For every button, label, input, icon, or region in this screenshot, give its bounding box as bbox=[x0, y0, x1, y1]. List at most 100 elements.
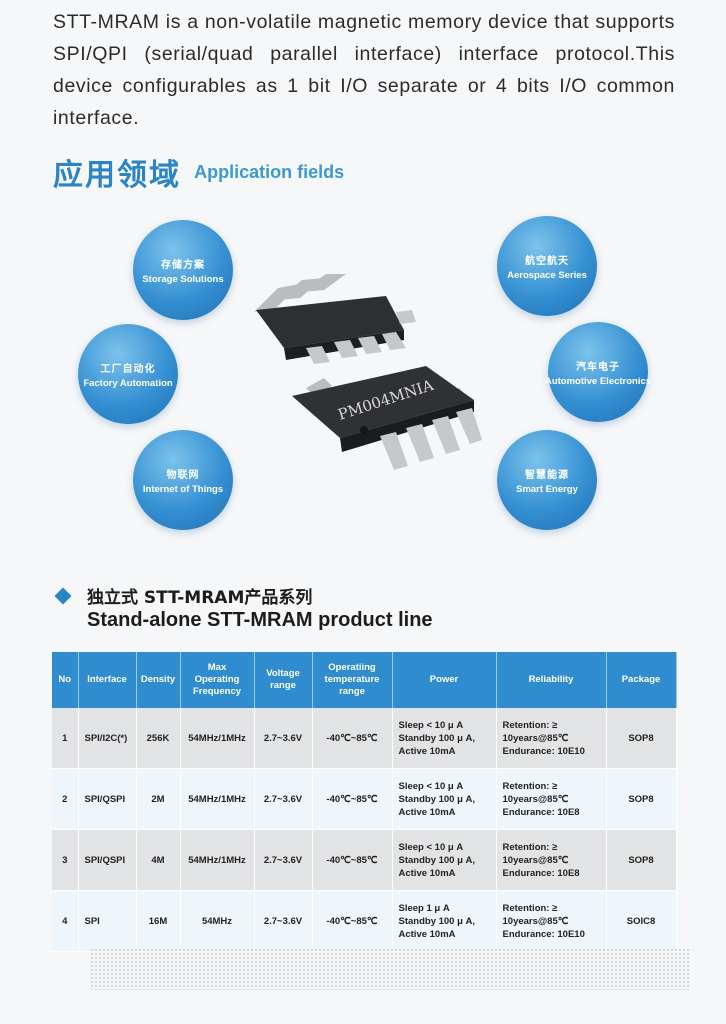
power-line: Standby 100 μ A, bbox=[398, 732, 476, 744]
table-row: 2 SPI/QSPI 2M 54MHz/1MHz 2.7~3.6V -40℃~8… bbox=[52, 768, 677, 830]
header-frequency-line: Frequency bbox=[192, 686, 242, 697]
bubble-label-en: Smart Energy bbox=[516, 483, 578, 495]
reliability-line: Endurance: 10E8 bbox=[502, 867, 580, 879]
chip-pin1-dot bbox=[360, 426, 368, 434]
cell-temperature: -40℃~85℃ bbox=[312, 708, 393, 769]
cell-no: 4 bbox=[52, 890, 79, 952]
cell-density: 4M bbox=[136, 829, 181, 891]
cell-power: Sleep < 10 μ A Standby 100 μ A, Active 1… bbox=[392, 829, 497, 891]
bubble-factory-automation: 工厂自动化 Factory Automation bbox=[78, 324, 178, 424]
header-frequency-line: Max bbox=[207, 662, 227, 673]
chip-back bbox=[254, 274, 416, 364]
cell-power: Sleep < 10 μ A Standby 100 μ A, Active 1… bbox=[392, 768, 497, 830]
power-line: Active 10mA bbox=[398, 745, 456, 757]
cell-package: SOIC8 bbox=[606, 890, 677, 952]
intro-paragraph: STT-MRAM is a non-volatile magnetic memo… bbox=[53, 11, 675, 129]
cell-package: SOP8 bbox=[606, 829, 677, 891]
header-power: Power bbox=[392, 652, 497, 708]
bubble-storage-solutions: 存储方案 Storage Solutions bbox=[133, 220, 233, 320]
cell-reliability: Retention: ≥ 10years@85℃ Endurance: 10E1… bbox=[496, 708, 607, 769]
bubble-label-cn: 存储方案 bbox=[161, 259, 205, 271]
cell-density: 256K bbox=[136, 708, 181, 769]
header-density: Density bbox=[136, 652, 181, 708]
bubble-label-cn: 汽车电子 bbox=[576, 361, 620, 373]
header-reliability: Reliability bbox=[496, 652, 607, 708]
cell-frequency: 54MHz/1MHz bbox=[180, 708, 255, 769]
table-row: 3 SPI/QSPI 4M 54MHz/1MHz 2.7~3.6V -40℃~8… bbox=[52, 829, 677, 891]
header-temperature: Operatiing temperature range bbox=[312, 652, 393, 708]
reliability-line: Endurance: 10E8 bbox=[502, 806, 580, 818]
power-line: Sleep < 10 μ A bbox=[398, 780, 464, 792]
cell-interface: SPI/QSPI bbox=[78, 768, 137, 830]
power-line: Sleep 1 μ A bbox=[398, 902, 450, 914]
bubble-internet-of-things: 物联网 Internet of Things bbox=[133, 430, 233, 530]
bubble-label-en: Automotive Electronics bbox=[544, 375, 652, 387]
bubble-aerospace-series: 航空航天 Aerospace Series bbox=[497, 216, 597, 316]
cell-reliability: Retention: ≥ 10years@85℃ Endurance: 10E1… bbox=[496, 890, 607, 952]
cell-no: 3 bbox=[52, 829, 79, 891]
cell-temperature: -40℃~85℃ bbox=[312, 829, 393, 891]
cell-temperature: -40℃~85℃ bbox=[312, 768, 393, 830]
bubble-label-en: Storage Solutions bbox=[142, 273, 224, 285]
cell-voltage: 2.7~3.6V bbox=[254, 708, 313, 769]
bubble-label-cn: 智慧能源 bbox=[525, 469, 569, 481]
chip-svg: PM004MNIA bbox=[254, 274, 482, 470]
reliability-line: Endurance: 10E10 bbox=[502, 928, 585, 940]
cell-frequency: 54MHz/1MHz bbox=[180, 768, 255, 830]
header-no: No bbox=[52, 652, 79, 708]
cell-density: 2M bbox=[136, 768, 181, 830]
power-line: Sleep < 10 μ A bbox=[398, 719, 464, 731]
cell-no: 1 bbox=[52, 708, 79, 769]
header-frequency: Max Operating Frequency bbox=[180, 652, 255, 708]
header-voltage: Voltage range bbox=[254, 652, 313, 708]
bubble-label-cn: 物联网 bbox=[166, 469, 200, 481]
application-fields-heading: 应用领域 Application fields bbox=[53, 150, 344, 194]
header-temperature-line: temperature bbox=[324, 674, 380, 685]
header-voltage-line: range bbox=[270, 680, 296, 691]
application-title-en: Application fields bbox=[194, 161, 345, 182]
table-row: 1 SPI/I2C(*) 256K 54MHz/1MHz 2.7~3.6V -4… bbox=[52, 708, 677, 769]
power-line: Active 10mA bbox=[398, 928, 456, 940]
cell-frequency: 54MHz bbox=[180, 890, 255, 952]
cell-package: SOP8 bbox=[606, 708, 677, 769]
reliability-line: 10years@85℃ bbox=[502, 732, 569, 744]
reliability-line: Endurance: 10E10 bbox=[502, 745, 585, 757]
product-line-title-cn: 独立式 STT-MRAM产品系列 bbox=[87, 588, 313, 608]
power-line: Standby 100 μ A, bbox=[398, 793, 476, 805]
reliability-line: Retention: ≥ bbox=[502, 780, 558, 792]
power-line: Standby 100 μ A, bbox=[398, 915, 476, 927]
table-row: 4 SPI 16M 54MHz 2.7~3.6V -40℃~85℃ Sleep … bbox=[52, 890, 677, 952]
cell-interface: SPI/I2C(*) bbox=[78, 708, 137, 769]
bubble-label-en: Aerospace Series bbox=[507, 269, 587, 281]
cell-temperature: -40℃~85℃ bbox=[312, 890, 393, 952]
bubble-label-en: Internet of Things bbox=[142, 483, 224, 495]
bubble-smart-energy: 智慧能源 Smart Energy bbox=[497, 430, 597, 530]
cell-density: 16M bbox=[136, 890, 181, 952]
bubble-label-en: Factory Automation bbox=[83, 377, 173, 389]
header-temperature-line: Operatiing bbox=[328, 662, 376, 673]
power-line: Standby 100 μ A, bbox=[398, 854, 476, 866]
header-interface: Interface bbox=[78, 652, 137, 708]
product-spec-table: No Interface Density Max Operating Frequ… bbox=[52, 652, 677, 952]
cell-no: 2 bbox=[52, 768, 79, 830]
reliability-line: Retention: ≥ bbox=[502, 902, 558, 914]
reliability-line: 10years@85℃ bbox=[502, 854, 569, 866]
bubble-label-cn: 航空航天 bbox=[525, 255, 569, 267]
power-line: Active 10mA bbox=[398, 867, 456, 879]
product-line-title-en: Stand-alone STT-MRAM product line bbox=[87, 609, 433, 631]
cell-power: Sleep 1 μ A Standby 100 μ A, Active 10mA bbox=[392, 890, 497, 952]
cell-frequency: 54MHz/1MHz bbox=[180, 829, 255, 891]
header-frequency-line: Operating bbox=[194, 674, 240, 685]
header-package: Package bbox=[606, 652, 677, 708]
reliability-line: 10years@85℃ bbox=[502, 793, 569, 805]
halftone-decoration bbox=[90, 948, 690, 990]
cell-package: SOP8 bbox=[606, 768, 677, 830]
header-voltage-line: Voltage bbox=[266, 668, 300, 679]
chip-illustration: PM004MNIA bbox=[236, 270, 506, 490]
cell-voltage: 2.7~3.6V bbox=[254, 768, 313, 830]
reliability-line: Retention: ≥ bbox=[502, 841, 558, 853]
cell-reliability: Retention: ≥ 10years@85℃ Endurance: 10E8 bbox=[496, 768, 607, 830]
table-header-row: No Interface Density Max Operating Frequ… bbox=[52, 652, 677, 708]
cell-interface: SPI bbox=[78, 890, 137, 952]
cell-interface: SPI/QSPI bbox=[78, 829, 137, 891]
